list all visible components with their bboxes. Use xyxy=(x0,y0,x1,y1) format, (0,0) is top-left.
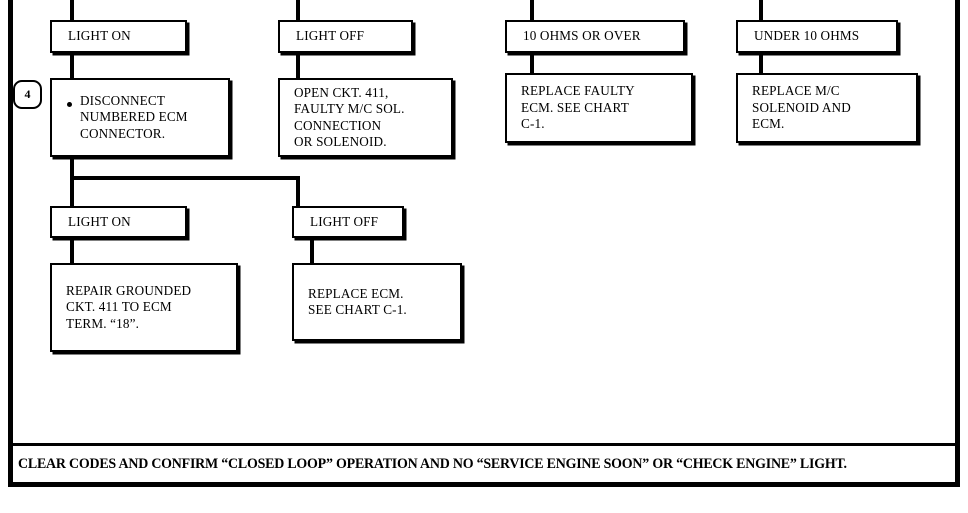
connector-into-col1-header xyxy=(70,0,74,22)
connector-disconnect-down xyxy=(70,155,74,227)
node-replace-mc-solenoid-and-ecm-label: REPLACE M/C SOLENOID AND ECM. xyxy=(752,83,851,132)
node-replace-ecm-see-chart: REPLACE ECM. SEE CHART C-1. xyxy=(292,263,462,341)
node-repair-grounded-ckt-411: REPAIR GROUNDED CKT. 411 TO ECM TERM. “1… xyxy=(50,263,238,352)
node-replace-mc-solenoid-and-ecm: REPLACE M/C SOLENOID AND ECM. xyxy=(736,73,918,143)
connector-branch-to-light-off-row2 xyxy=(296,176,300,227)
node-disconnect-ecm-connector: DISCONNECT NUMBERED ECM CONNECTOR. xyxy=(50,78,230,157)
step-number-marker: 4 xyxy=(13,80,42,109)
node-light-off-row2-label: LIGHT OFF xyxy=(310,213,379,229)
node-under-10-ohms: UNDER 10 OHMS xyxy=(736,20,898,53)
page-frame-left-border xyxy=(8,0,13,487)
node-replace-faulty-ecm-label: REPLACE FAULTY ECM. SEE CHART C-1. xyxy=(521,83,635,132)
page-frame-bottom-border xyxy=(8,482,960,487)
node-open-ckt-411-label: OPEN CKT. 411, FAULTY M/C SOL. CONNECTIO… xyxy=(294,84,405,149)
footer-instruction-text: CLEAR CODES AND CONFIRM “CLOSED LOOP” OP… xyxy=(18,456,847,472)
node-10-ohms-or-over-label: 10 OHMS OR OVER xyxy=(523,28,641,44)
connector-col2-header-to-result xyxy=(296,51,300,80)
node-under-10-ohms-label: UNDER 10 OHMS xyxy=(754,28,860,44)
node-light-on-row2-label: LIGHT ON xyxy=(68,213,131,229)
connector-disconnect-branch-horizontal xyxy=(70,176,300,180)
connector-into-col4-header xyxy=(759,0,763,22)
node-light-off-row2: LIGHT OFF xyxy=(292,206,404,238)
node-light-off-col2: LIGHT OFF xyxy=(278,20,413,53)
bullet-dot-icon xyxy=(67,102,72,107)
node-replace-faulty-ecm: REPLACE FAULTY ECM. SEE CHART C-1. xyxy=(505,73,693,143)
node-10-ohms-or-over: 10 OHMS OR OVER xyxy=(505,20,685,53)
connector-row2-col2-header-to-result xyxy=(310,236,314,265)
node-replace-ecm-see-chart-label: REPLACE ECM. SEE CHART C-1. xyxy=(308,285,407,317)
node-repair-grounded-ckt-411-label: REPAIR GROUNDED CKT. 411 TO ECM TERM. “1… xyxy=(66,282,192,331)
node-light-off-col2-label: LIGHT OFF xyxy=(296,28,365,44)
connector-into-col3-header xyxy=(530,0,534,22)
node-light-on-row2: LIGHT ON xyxy=(50,206,187,238)
footer-divider-line xyxy=(13,443,960,446)
connector-col4-header-to-result xyxy=(759,51,763,75)
connector-into-col2-header xyxy=(296,0,300,22)
connector-row2-col1-header-to-result xyxy=(70,236,74,265)
node-disconnect-ecm-connector-label: DISCONNECT NUMBERED ECM CONNECTOR. xyxy=(80,92,188,141)
page-frame-right-border xyxy=(955,0,960,487)
node-light-on-col1-label: LIGHT ON xyxy=(68,28,131,44)
connector-col1-header-to-action xyxy=(70,51,74,80)
connector-col3-header-to-result xyxy=(530,51,534,75)
node-open-ckt-411: OPEN CKT. 411, FAULTY M/C SOL. CONNECTIO… xyxy=(278,78,453,157)
node-light-on-col1: LIGHT ON xyxy=(50,20,187,53)
